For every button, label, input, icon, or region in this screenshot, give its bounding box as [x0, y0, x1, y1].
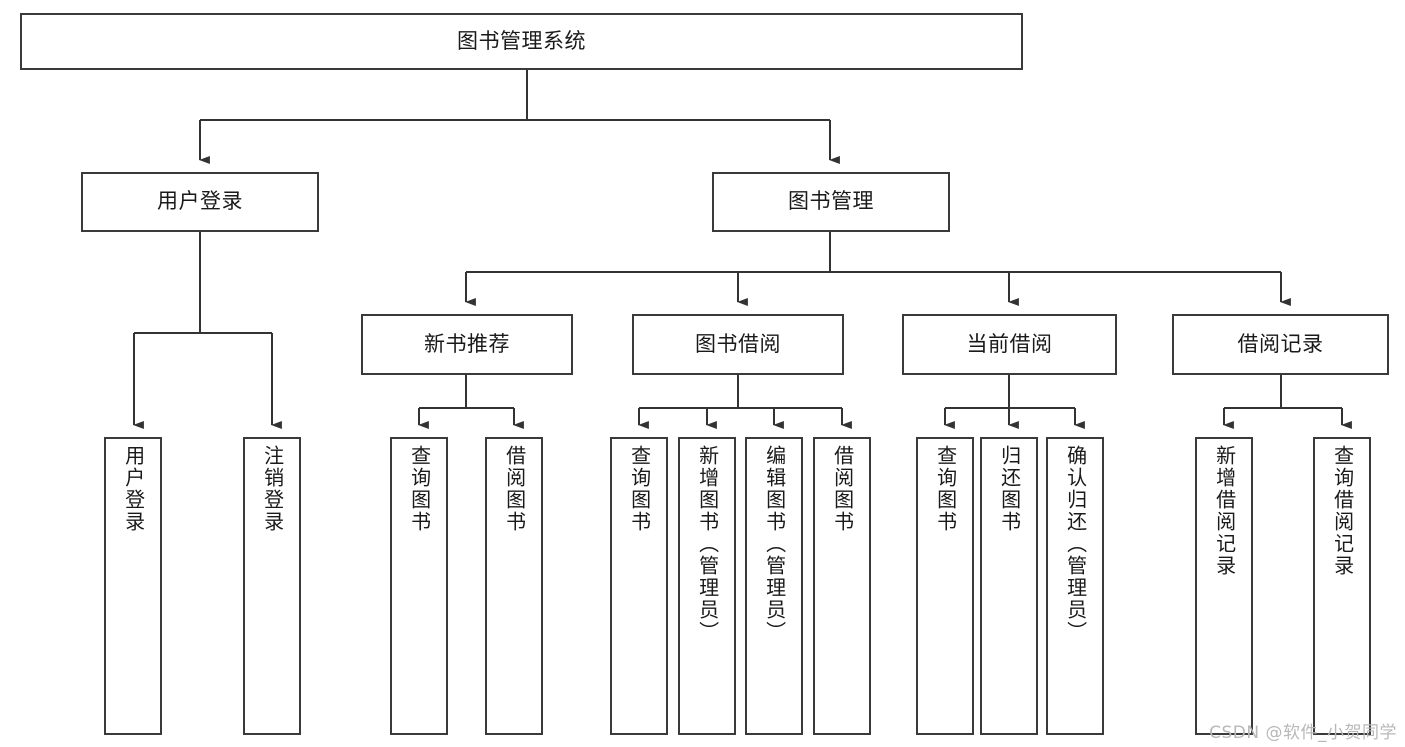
leaf-query-book-3[interactable]: 查询图书: [916, 437, 974, 735]
node-label: 用户登录: [157, 189, 243, 214]
node-label: 图书管理: [788, 189, 874, 214]
leaf-query-book-2[interactable]: 查询图书: [610, 437, 668, 735]
node-label: 确认归还（管理员）: [1063, 445, 1088, 643]
node-label: 查询图书: [407, 445, 432, 533]
leaf-edit-book[interactable]: 编辑图书（管理员）: [745, 437, 803, 735]
node-label: 编辑图书（管理员）: [762, 445, 787, 643]
leaf-query-record[interactable]: 查询借阅记录: [1313, 437, 1371, 735]
node-label: 用户登录: [121, 445, 146, 533]
node-borrow-record[interactable]: 借阅记录: [1172, 314, 1389, 375]
node-label: 查询借阅记录: [1330, 445, 1355, 577]
node-new-book-rec[interactable]: 新书推荐: [361, 314, 573, 375]
node-root[interactable]: 图书管理系统: [20, 13, 1023, 70]
node-label: 查询图书: [933, 445, 958, 533]
node-label: 借阅图书: [830, 445, 855, 533]
leaf-borrow-book-2[interactable]: 借阅图书: [813, 437, 871, 735]
leaf-user-login[interactable]: 用户登录: [104, 437, 162, 735]
leaf-add-record[interactable]: 新增借阅记录: [1195, 437, 1253, 735]
leaf-borrow-book-1[interactable]: 借阅图书: [485, 437, 543, 735]
node-label: 借阅图书: [502, 445, 527, 533]
node-label: 新书推荐: [424, 331, 510, 356]
node-current-borrow[interactable]: 当前借阅: [902, 314, 1117, 375]
node-label: 注销登录: [260, 445, 285, 533]
watermark: CSDN @软件_小贺同学: [1209, 723, 1397, 743]
node-label: 借阅记录: [1237, 331, 1324, 356]
node-label: 当前借阅: [966, 331, 1053, 356]
node-book-borrow[interactable]: 图书借阅: [632, 314, 844, 375]
leaf-query-book-1[interactable]: 查询图书: [390, 437, 448, 735]
node-label: 新增借阅记录: [1212, 445, 1237, 577]
node-label: 图书管理系统: [457, 28, 586, 53]
node-book-manage[interactable]: 图书管理: [712, 172, 950, 232]
leaf-return-book[interactable]: 归还图书: [980, 437, 1038, 735]
leaf-add-book[interactable]: 新增图书（管理员）: [678, 437, 736, 735]
node-label: 新增图书（管理员）: [695, 445, 720, 643]
leaf-confirm-return[interactable]: 确认归还（管理员）: [1046, 437, 1104, 735]
leaf-logout[interactable]: 注销登录: [243, 437, 301, 735]
node-user-login[interactable]: 用户登录: [81, 172, 319, 232]
node-label: 图书借阅: [695, 331, 781, 356]
node-label: 查询图书: [627, 445, 652, 533]
node-label: 归还图书: [997, 445, 1022, 533]
